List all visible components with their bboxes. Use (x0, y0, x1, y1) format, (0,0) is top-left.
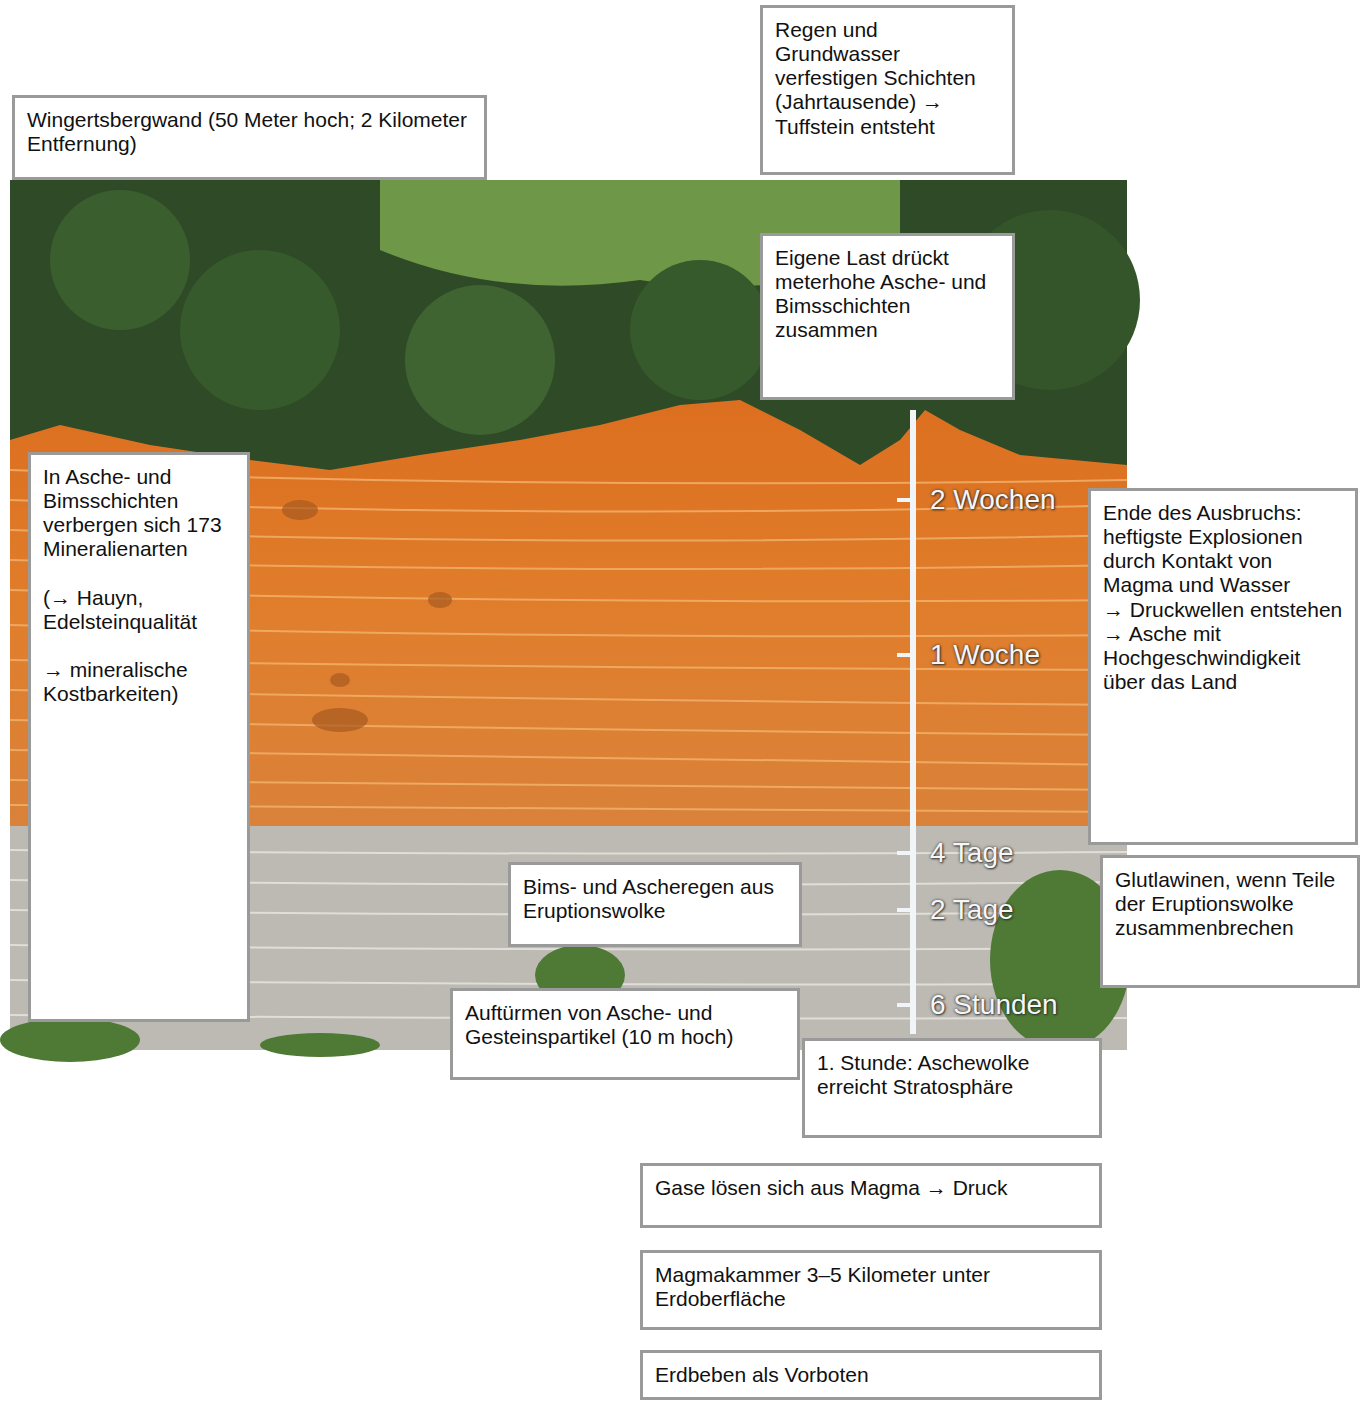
time-scale-label: 2 Tage (930, 896, 1014, 924)
annotation-box: In Asche- und Bimsschichten verbergen si… (28, 452, 250, 1022)
annotation-box: Auftürmen von Asche- und Gesteinspartike… (450, 988, 800, 1080)
annotation-text: Regen und Grundwasser verfestigen Schich… (775, 18, 1000, 139)
annotation-text: Bims- und Ascheregen aus Eruptionswolke (523, 875, 787, 923)
time-scale-label: 4 Tage (930, 839, 1014, 867)
tree (50, 190, 190, 330)
annotation-text: → mineralische Kostbarkeiten) (43, 658, 235, 706)
vegetation (10, 180, 1127, 1050)
annotation-text: Magmakammer 3–5 Kilometer unter Erdoberf… (655, 1263, 1087, 1311)
annotation-text: Wingertsbergwand (50 Meter hoch; 2 Kilom… (27, 108, 472, 156)
annotation-text: Ende des Ausbruchs: heftigste Explosione… (1103, 501, 1343, 598)
annotation-box: Bims- und Ascheregen aus Eruptionswolke (508, 862, 802, 947)
annotation-text: In Asche- und Bimsschichten verbergen si… (43, 465, 235, 562)
annotation-text: → Druckwellen entstehen (1103, 598, 1343, 622)
annotation-box: Regen und Grundwasser verfestigen Schich… (760, 5, 1015, 175)
tree (180, 250, 340, 410)
annotation-box: Glutlawinen, wenn Teile der Eruptionswol… (1100, 855, 1360, 988)
annotation-text: Auftürmen von Asche- und Gesteinspartike… (465, 1001, 785, 1049)
annotation-text: → Asche mit Hochgeschwindigkeit über das… (1103, 622, 1343, 694)
annotation-box: Eigene Last drückt meterhohe Asche- und … (760, 233, 1015, 400)
annotation-box: Gase lösen sich aus Magma → Druck (640, 1163, 1102, 1228)
annotation-text: Eigene Last drückt meterhohe Asche- und … (775, 246, 1000, 343)
annotation-box: Magmakammer 3–5 Kilometer unter Erdoberf… (640, 1250, 1102, 1330)
annotation-text: Erdbeben als Vorboten (655, 1363, 1087, 1387)
time-scale-line (910, 410, 916, 1034)
rock-spots (282, 500, 452, 732)
time-scale-label: 6 Stunden (930, 991, 1058, 1019)
tree (405, 285, 555, 435)
annotation-box: Wingertsbergwand (50 Meter hoch; 2 Kilom… (12, 95, 487, 180)
time-scale-label: 2 Wochen (930, 486, 1056, 514)
annotation-box: Ende des Ausbruchs: heftigste Explosione… (1088, 488, 1358, 845)
annotation-text: 1. Stunde: Aschewolke erreicht Stratosph… (817, 1051, 1087, 1099)
annotation-text: Glutlawinen, wenn Teile der Eruptionswol… (1115, 868, 1345, 940)
time-scale-label: 1 Woche (930, 641, 1040, 669)
tree (630, 260, 770, 400)
annotation-text: (→ Hauyn, Edelsteinqualität (43, 586, 235, 634)
annotation-box: Erdbeben als Vorboten (640, 1350, 1102, 1400)
time-scale-ticks (897, 500, 911, 1005)
annotation-box: 1. Stunde: Aschewolke erreicht Stratosph… (802, 1038, 1102, 1138)
annotation-text: Gase lösen sich aus Magma → Druck (655, 1176, 1087, 1200)
